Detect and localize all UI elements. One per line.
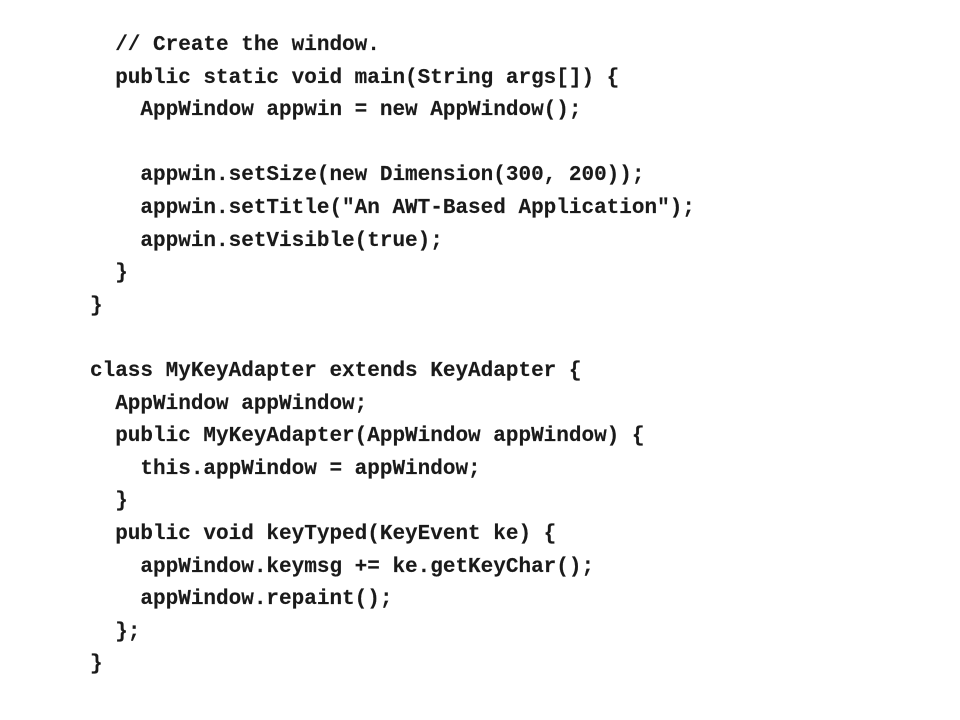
code-line: public void keyTyped(KeyEvent ke) { bbox=[90, 522, 557, 546]
code-line: } bbox=[90, 653, 103, 677]
code-line: AppWindow appwin = new AppWindow(); bbox=[90, 99, 582, 123]
code-line: } bbox=[90, 294, 103, 318]
code-line: appWindow.repaint(); bbox=[90, 588, 393, 612]
code-line: this.appWindow = appWindow; bbox=[90, 457, 481, 481]
code-line: } bbox=[90, 490, 128, 514]
code-line: AppWindow appWindow; bbox=[90, 392, 368, 416]
code-line: public static void main(String args[]) { bbox=[90, 66, 620, 90]
code-listing: // Create the window. public static void… bbox=[90, 30, 930, 700]
code-line: public MyKeyAdapter(AppWindow appWindow)… bbox=[90, 425, 645, 449]
code-line: appwin.setTitle("An AWT-Based Applicatio… bbox=[90, 196, 695, 220]
code-line: // Create the window. bbox=[90, 34, 380, 57]
code-line bbox=[90, 323, 930, 356]
code-line bbox=[90, 128, 930, 161]
code-line: appwin.setVisible(true); bbox=[90, 229, 443, 253]
code-line: class MyKeyAdapter extends KeyAdapter { bbox=[90, 359, 582, 383]
code-line: }; bbox=[90, 620, 141, 644]
code-line: } bbox=[90, 262, 128, 286]
code-line: appwin.setSize(new Dimension(300, 200)); bbox=[90, 164, 645, 188]
code-line: appWindow.keymsg += ke.getKeyChar(); bbox=[90, 555, 595, 579]
